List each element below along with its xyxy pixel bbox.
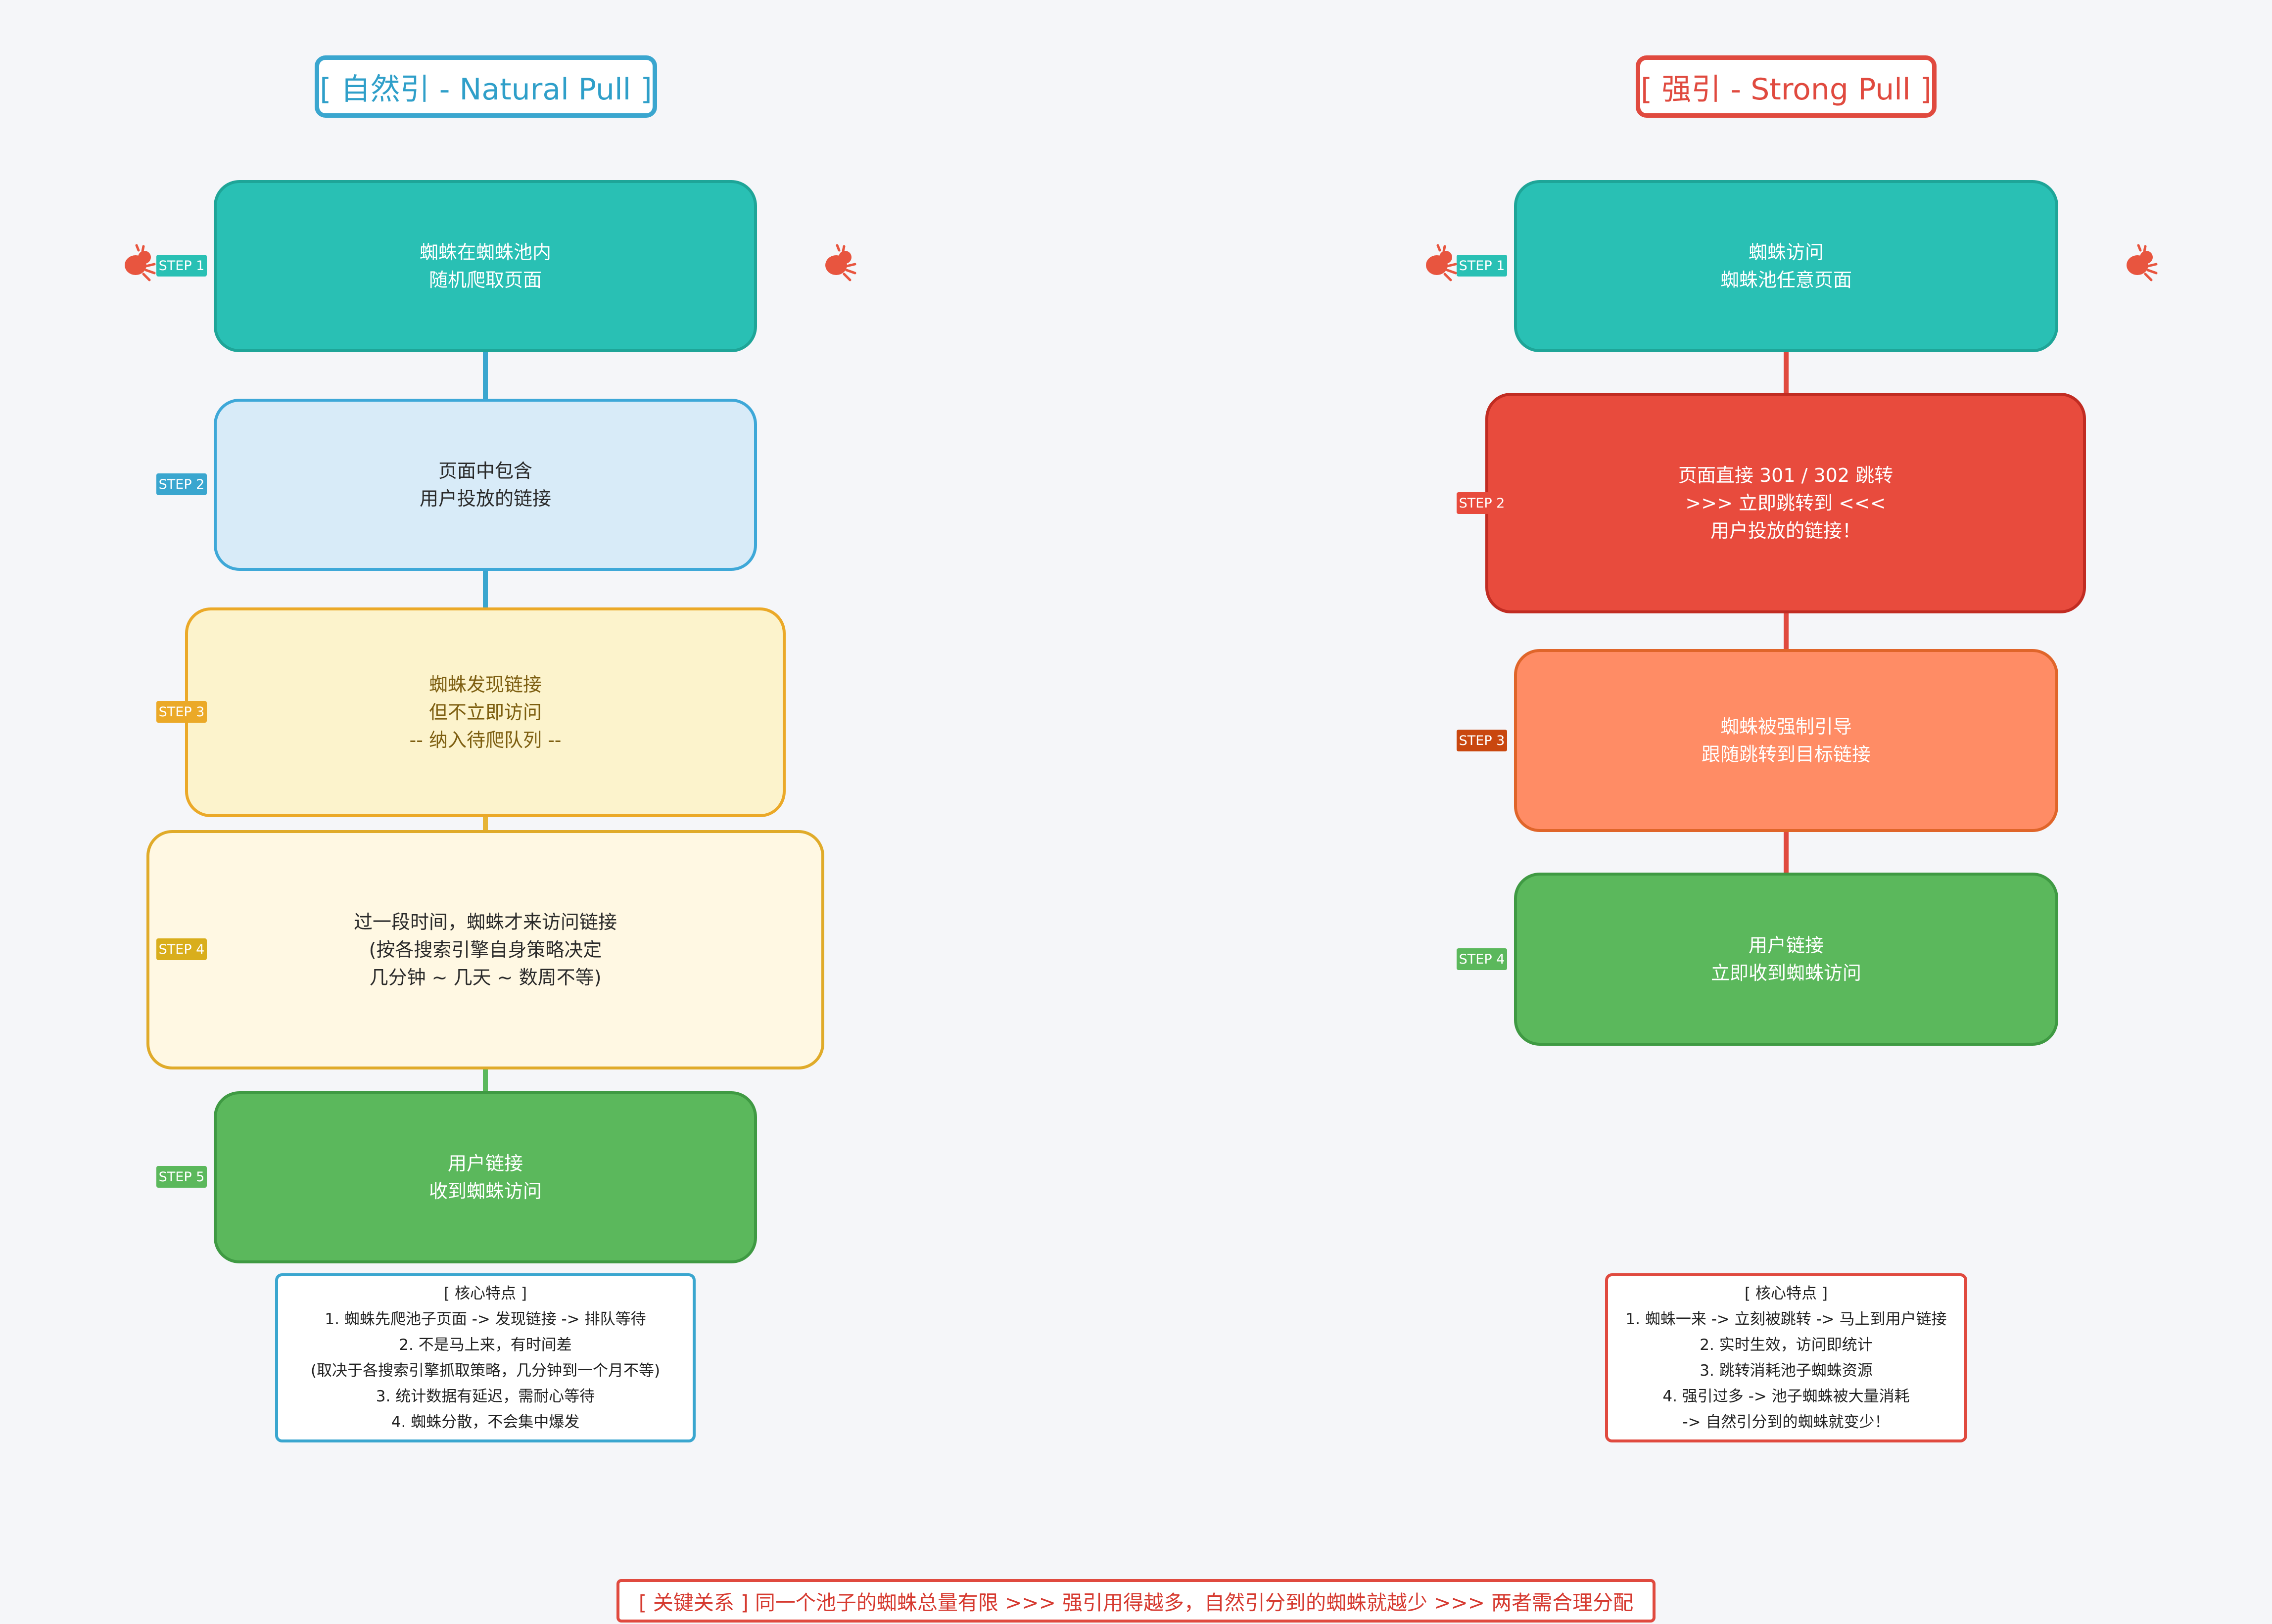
- strong-step-4-badge: STEP 4: [1457, 948, 1507, 970]
- natural-step-3-node: 蜘蛛发现链接 但不立即访问 -- 纳入待爬队列 --: [185, 607, 786, 817]
- natural-step-2-badge: STEP 2: [156, 473, 207, 495]
- strong-step-1-node: 蜘蛛访问 蜘蛛池任意页面: [1514, 180, 2058, 352]
- natural-step-4-badge: STEP 4: [156, 938, 207, 960]
- strong-pull-title: [ 强引 - Strong Pull ]: [1636, 55, 1937, 118]
- strong-connector-1-2: [1784, 350, 1789, 396]
- strong-step-2-badge: STEP 2: [1457, 492, 1507, 514]
- key-relationship-banner: [ 关键关系 ] 同一个池子的蜘蛛总量有限 >>> 强引用得越多，自然引分到的蜘…: [616, 1579, 1656, 1623]
- natural-step-1-node: 蜘蛛在蜘蛛池内 随机爬取页面: [214, 180, 757, 352]
- spider-icon: [819, 242, 859, 282]
- natural-connector-3-4: [483, 815, 488, 832]
- natural-step-5-node: 用户链接 收到蜘蛛访问: [214, 1091, 757, 1263]
- strong-step-2-node: 页面直接 301 / 302 跳转 >>> 立即跳转到 <<< 用户投放的链接！: [1485, 393, 2086, 613]
- strong-connector-2-3: [1784, 611, 1789, 651]
- natural-key-features-note: [ 核心特点 ] 1. 蜘蛛先爬池子页面 -> 发现链接 -> 排队等待 2. …: [275, 1273, 696, 1442]
- natural-step-3-badge: STEP 3: [156, 701, 207, 723]
- spider-icon: [1420, 242, 1460, 282]
- natural-step-1-badge: STEP 1: [156, 255, 207, 277]
- natural-connector-4-5: [483, 1067, 488, 1093]
- natural-connector-1-2: [483, 350, 488, 400]
- natural-connector-2-3: [483, 568, 488, 608]
- spider-icon: [119, 242, 158, 282]
- strong-connector-3-4: [1784, 829, 1789, 875]
- natural-pull-title: [ 自然引 - Natural Pull ]: [315, 55, 657, 118]
- natural-step-5-badge: STEP 5: [156, 1166, 207, 1188]
- strong-step-3-badge: STEP 3: [1457, 730, 1507, 751]
- strong-step-1-badge: STEP 1: [1457, 255, 1507, 277]
- strong-step-3-node: 蜘蛛被强制引导 跟随跳转到目标链接: [1514, 649, 2058, 832]
- strong-key-features-note: [ 核心特点 ] 1. 蜘蛛一来 -> 立刻被跳转 -> 马上到用户链接 2. …: [1605, 1273, 1967, 1442]
- natural-step-4-node: 过一段时间，蜘蛛才来访问链接 (按各搜索引擎自身策略决定 几分钟 ~ 几天 ~ …: [146, 830, 824, 1069]
- strong-step-4-node: 用户链接 立即收到蜘蛛访问: [1514, 873, 2058, 1046]
- spider-icon: [2121, 242, 2160, 282]
- natural-step-2-node: 页面中包含 用户投放的链接: [214, 399, 757, 571]
